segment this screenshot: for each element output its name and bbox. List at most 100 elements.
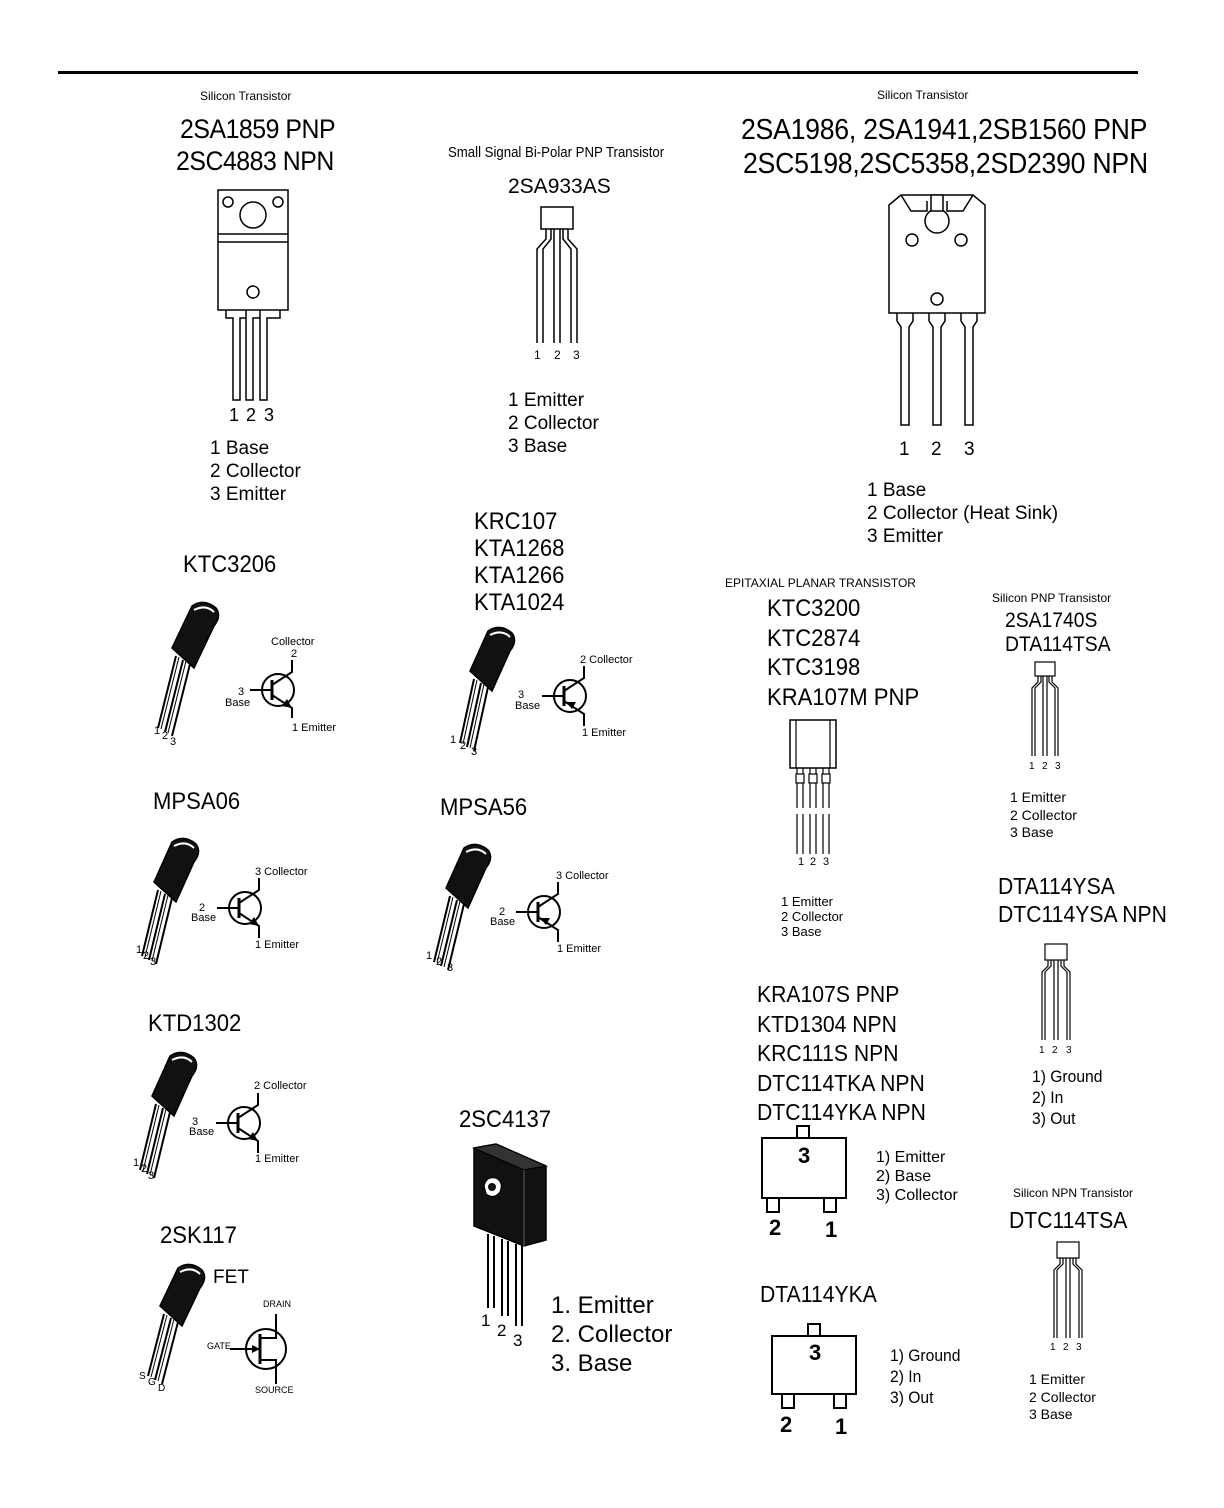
dta114ysa-pin-desc-3: 3) Out [1032,1109,1076,1128]
ktc3206-npn-symbol [250,660,295,718]
mpsa06-emitter-label: 1 Emitter [255,939,300,951]
mpsa06-lead-3: 3 [150,956,157,968]
dtc114tsa-pin-3: 3 [1076,1342,1082,1353]
ktc3206-lead-1: 1 [154,725,161,737]
mpsa06-to92-drawing [141,837,200,965]
dtc114tsa-caption: Silicon NPN Transistor [1013,1186,1134,1200]
c4137-pin-desc-3: 3. Base [551,1350,633,1377]
dta114ysa-pin-desc-1: 1) Ground [1032,1067,1103,1086]
mpsa56-lead-2: 2 [436,956,443,968]
a1740-pin-desc-3: 3 Base [1010,824,1054,840]
a1740-package-drawing [1031,661,1059,756]
dtc114tsa-part: DTC114TSA [1009,1207,1128,1233]
a933-pin-desc-1: 1 Emitter [508,390,585,411]
krc-pnp-symbol [542,666,587,726]
to220-pin-3: 3 [264,405,275,425]
a933-pin-1: 1 [534,348,541,362]
ktc-pin-list: 1 Emitter 2 Collector 3 Base [781,894,843,939]
to220-pin-1: 1 [229,405,240,425]
a1740-pin-list: 1 Emitter 2 Collector 3 Base [1010,789,1077,842]
mpsa56-emitter-label: 1 Emitter [557,943,602,955]
sot23-pin-desc-1: 1) Emitter [876,1149,946,1166]
ktc-pin-desc-1: 1 Emitter [781,894,834,909]
mpsa56-part: MPSA56 [440,794,528,821]
a933-caption: Small Signal Bi-Polar PNP Transistor [448,144,665,161]
krc-part-4: KTA1024 [474,589,565,616]
a933-package-drawing [536,206,578,343]
dtc114tsa-package-drawing [1053,1241,1083,1338]
sot23-package-drawing [761,1125,847,1213]
a1740-part-list: 2SA1740S DTA114TSA [1005,609,1111,657]
mpsa56-collector-label: 3 Collector [556,870,609,882]
a933-pin-desc-3: 3 Base [508,436,568,457]
k117-lead-s: S [139,1371,146,1382]
ktc-pin-1: 1 [798,856,805,868]
sot23-part-2: KTD1304 NPN [757,1010,897,1037]
krc-base-label: Base [515,700,541,712]
mpsa06-base-label: Base [191,912,217,924]
ktd1302-part: KTD1302 [148,1010,242,1037]
ktc-part-3: KTC3198 [767,654,861,681]
c4137-pin-1: 1 [481,1311,491,1330]
c4137-pin-desc-2: 2. Collector [551,1321,673,1348]
top-rule [58,71,1138,74]
dta114ysa-pin-3: 3 [1066,1045,1072,1056]
krc-part-list: KRC107 KTA1268 KTA1266 KTA1024 [474,508,564,616]
mpsa06-lead-2: 2 [143,950,150,962]
mpsa06-base-num: 2 [199,902,206,914]
a1740-pin-desc-2: 2 Collector [1010,806,1077,823]
a1740-pin-3: 3 [1055,761,1061,772]
to3p-pin-desc-2: 2 Collector (Heat Sink) [867,503,1059,524]
k117-lead-g: G [148,1377,156,1388]
ktd1302-npn-symbol [216,1093,261,1153]
mpsa06-lead-1: 1 [136,944,143,956]
ktc-part-1: KTC3200 [767,595,861,622]
mpsa56-base-num: 2 [499,906,506,918]
dta114yka-pin-desc-1: 1) Ground [890,1346,961,1365]
ktc-package-drawing [789,719,837,854]
ktc3206-part: KTC3206 [183,551,277,578]
dta114yka-part: DTA114YKA [760,1281,877,1307]
to220-pin-desc-1: 1 Base [210,438,270,459]
sot23-pin-desc-2: 2) Base [876,1168,932,1185]
dta114ysa-pin-list: 1) Ground 2) In 3) Out [1032,1066,1102,1129]
sot23-part-5: DTC114YKA NPN [757,1099,926,1125]
k117-drain-label: DRAIN [263,1299,292,1309]
ktc3206-lead-2: 2 [162,730,169,742]
ktc3206-emitter-label: 1 Emitter [292,722,337,734]
dta114ysa-pin-1: 1 [1039,1045,1045,1056]
ktd1302-collector-label: 2 Collector [254,1080,307,1092]
to3p-pin-desc-3: 3 Emitter [867,526,944,547]
krc-to92-drawing [459,626,516,752]
ktc-pin-desc-2: 2 Collector [781,909,844,924]
to3p-caption: Silicon Transistor [877,88,969,102]
ktc3206-base-num: 3 [238,686,245,698]
to3p-pin-desc-1: 1 Base [867,480,927,501]
krc-lead-3: 3 [471,746,478,758]
ktc-pin-3: 3 [823,856,830,868]
dta114yka-bottom-pin-2: 2 [780,1412,793,1437]
dtc114tsa-pin-desc-1: 1 Emitter [1029,1371,1086,1387]
mpsa06-npn-symbol [217,878,262,938]
mpsa06-part: MPSA06 [153,788,241,815]
a933-pin-3: 3 [573,348,580,362]
dta114yka-pin-desc-2: 2) In [890,1367,922,1386]
sot23-part-list: KRA107S PNP KTD1304 NPN KRC111S NPN DTC1… [757,980,926,1128]
sot23-bottom-pin-1: 1 [825,1217,838,1242]
krc-part-1: KRC107 [474,508,558,535]
to220-pin-desc-2: 2 Collector [210,461,301,482]
sot23-pin-list: 1) Emitter 2) Base 3) Collector [876,1148,958,1205]
k117-lead-d: D [158,1383,166,1394]
dtc114tsa-pin-desc-3: 3 Base [1029,1406,1073,1422]
a933-part: 2SA933AS [508,175,611,198]
sot23-pin-desc-3: 3) Collector [876,1187,958,1204]
dtc114tsa-pin-1: 1 [1050,1342,1056,1353]
dta114ysa-part-2: DTC114YSA NPN [998,901,1167,927]
ktd1302-lead-3: 3 [148,1170,155,1182]
a1740-part-1: 2SA1740S [1005,609,1098,632]
a1740-pin-2: 2 [1042,761,1048,772]
mpsa56-lead-3: 3 [447,962,454,974]
c4137-package-drawing [471,1143,549,1326]
sot23-bottom-pin-2: 2 [769,1215,782,1240]
ktc-pin-2: 2 [810,856,817,868]
